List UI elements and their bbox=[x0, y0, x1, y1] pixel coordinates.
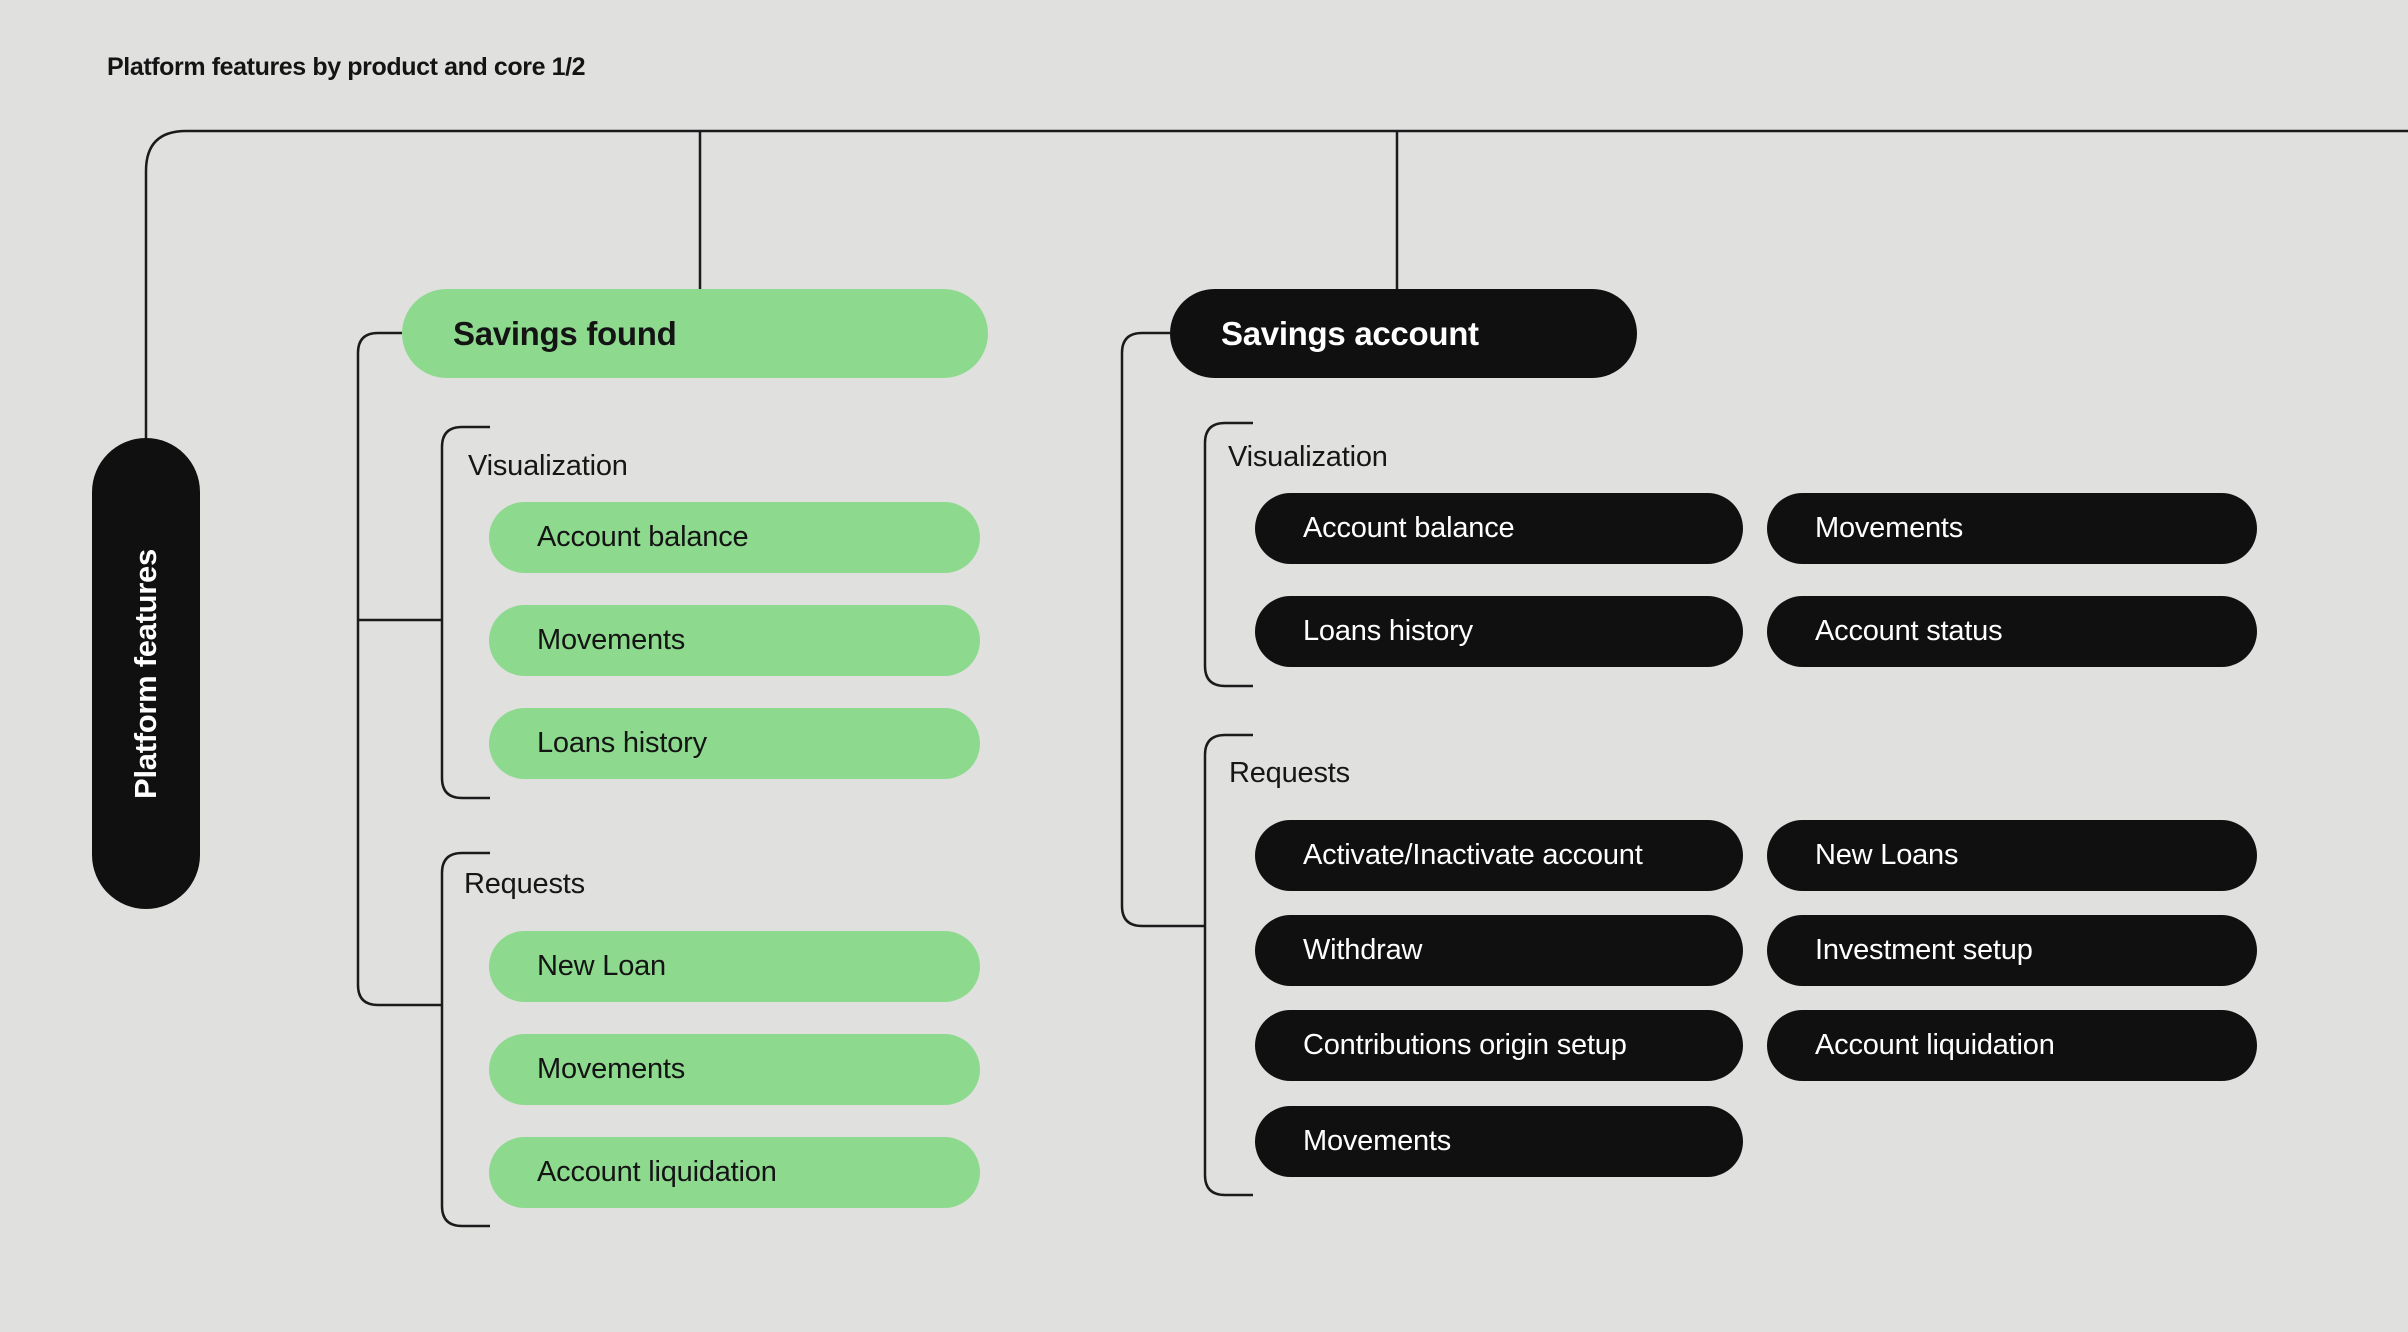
node-label: Movements bbox=[537, 1053, 686, 1085]
node-contributions-origin-setup[interactable]: Contributions origin setup bbox=[1255, 1010, 1743, 1081]
node-movements[interactable]: Movements bbox=[489, 1034, 980, 1105]
node-label: Movements bbox=[1815, 512, 1964, 544]
node-investment-setup[interactable]: Investment setup bbox=[1767, 915, 2257, 986]
node-label: Movements bbox=[537, 624, 686, 656]
node-savings-found[interactable]: Savings found bbox=[402, 289, 988, 378]
node-platform-features[interactable]: Platform features bbox=[92, 438, 200, 909]
node-label: New Loans bbox=[1815, 839, 1959, 871]
node-account-liquidation[interactable]: Account liquidation bbox=[1767, 1010, 2257, 1081]
bracket-found-requests bbox=[440, 851, 490, 1228]
group-label-found-requests[interactable]: Requests bbox=[464, 868, 585, 900]
node-label: Account liquidation bbox=[537, 1156, 777, 1188]
connector-trunk-savings-found bbox=[356, 331, 441, 1007]
group-label-account-requests[interactable]: Requests bbox=[1229, 757, 1350, 789]
node-movements[interactable]: Movements bbox=[1767, 493, 2257, 564]
node-savings-account[interactable]: Savings account bbox=[1170, 289, 1637, 378]
node-activate-inactivate-account[interactable]: Activate/Inactivate account bbox=[1255, 820, 1743, 891]
bracket-found-visualization bbox=[440, 425, 490, 800]
group-label-account-visualization[interactable]: Visualization bbox=[1228, 441, 1388, 473]
node-account-balance[interactable]: Account balance bbox=[1255, 493, 1743, 564]
node-account-liquidation[interactable]: Account liquidation bbox=[489, 1137, 980, 1208]
connector-trunk-savings-account bbox=[1120, 331, 1204, 928]
node-label: Savings found bbox=[453, 314, 677, 352]
node-label: Loans history bbox=[1303, 615, 1473, 647]
node-account-balance[interactable]: Account balance bbox=[489, 502, 980, 573]
node-label: Savings account bbox=[1221, 314, 1479, 352]
node-loans-history[interactable]: Loans history bbox=[489, 708, 980, 779]
node-label: Contributions origin setup bbox=[1303, 1029, 1627, 1061]
node-label: Withdraw bbox=[1303, 934, 1423, 966]
node-withdraw[interactable]: Withdraw bbox=[1255, 915, 1743, 986]
node-label: Investment setup bbox=[1815, 934, 2033, 966]
node-movements[interactable]: Movements bbox=[1255, 1106, 1743, 1177]
node-label: Movements bbox=[1303, 1125, 1452, 1157]
bracket-account-visualization bbox=[1203, 421, 1253, 688]
node-label: New Loan bbox=[537, 950, 666, 982]
node-label: Account balance bbox=[1303, 512, 1515, 544]
node-label: Platform features bbox=[128, 548, 163, 799]
node-label: Account liquidation bbox=[1815, 1029, 2055, 1061]
page-title[interactable]: Platform features by product and core 1/… bbox=[107, 53, 586, 81]
node-label: Account status bbox=[1815, 615, 2003, 647]
group-label-found-visualization[interactable]: Visualization bbox=[468, 450, 628, 482]
node-new-loans[interactable]: New Loans bbox=[1767, 820, 2257, 891]
node-account-status[interactable]: Account status bbox=[1767, 596, 2257, 667]
node-label: Activate/Inactivate account bbox=[1303, 839, 1643, 871]
node-movements[interactable]: Movements bbox=[489, 605, 980, 676]
bracket-account-requests bbox=[1203, 733, 1253, 1197]
node-loans-history[interactable]: Loans history bbox=[1255, 596, 1743, 667]
node-label: Account balance bbox=[537, 521, 749, 553]
node-new-loan[interactable]: New Loan bbox=[489, 931, 980, 1002]
connector-root-spine bbox=[144, 129, 2408, 440]
node-label: Loans history bbox=[537, 727, 707, 759]
